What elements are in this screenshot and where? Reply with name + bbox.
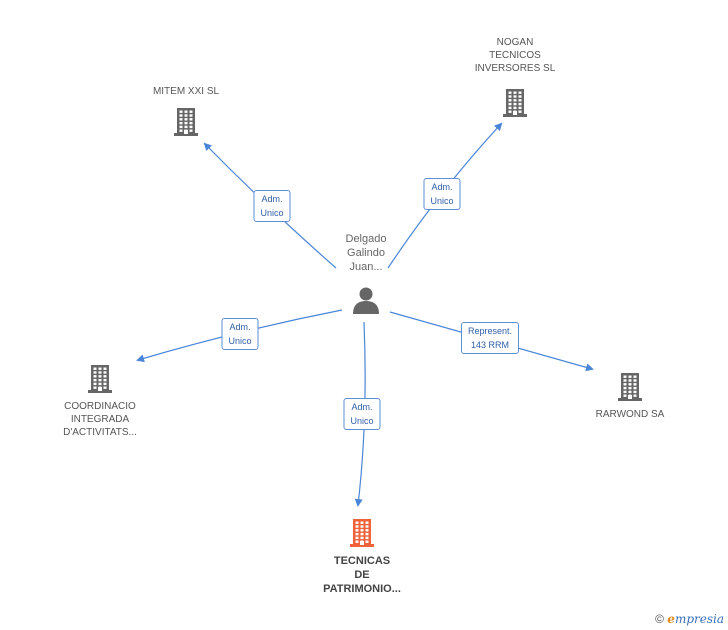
building-icon <box>171 106 201 141</box>
brand-logo-e: e <box>667 612 675 626</box>
building-icon <box>347 517 377 552</box>
edge-label-rarwond: Represent. 143 RRM <box>460 322 520 354</box>
edge-label-nogan: Adm. Unico <box>423 178 461 210</box>
footer-brand: © empresia <box>655 612 724 626</box>
building-icon <box>500 87 530 122</box>
edge-label-tecnicas: Adm. Unico <box>343 398 381 430</box>
company-label-mitem: MITEM XXI SL <box>152 86 220 97</box>
center-person-label: Delgado Galindo Juan... <box>345 233 387 273</box>
edge-label-mitem: Adm. Unico <box>253 190 291 222</box>
company-label-tecnicas: TECNICAS DE PATRIMONIO... <box>323 555 401 595</box>
company-label-rarwond: RARWOND SA <box>595 409 665 420</box>
brand-logo-text: mpresia <box>674 612 724 626</box>
copyright-symbol: © <box>655 612 664 626</box>
person-icon <box>353 287 379 314</box>
edge-label-coordinacio: Adm. Unico <box>221 318 259 350</box>
company-label-nogan: NOGAN TECNICOS INVERSORES SL <box>474 37 556 74</box>
company-label-coordinacio: COORDINACIO INTEGRADA D'ACTIVITATS... <box>63 401 137 438</box>
building-icon <box>615 371 645 406</box>
building-icon <box>85 363 115 398</box>
